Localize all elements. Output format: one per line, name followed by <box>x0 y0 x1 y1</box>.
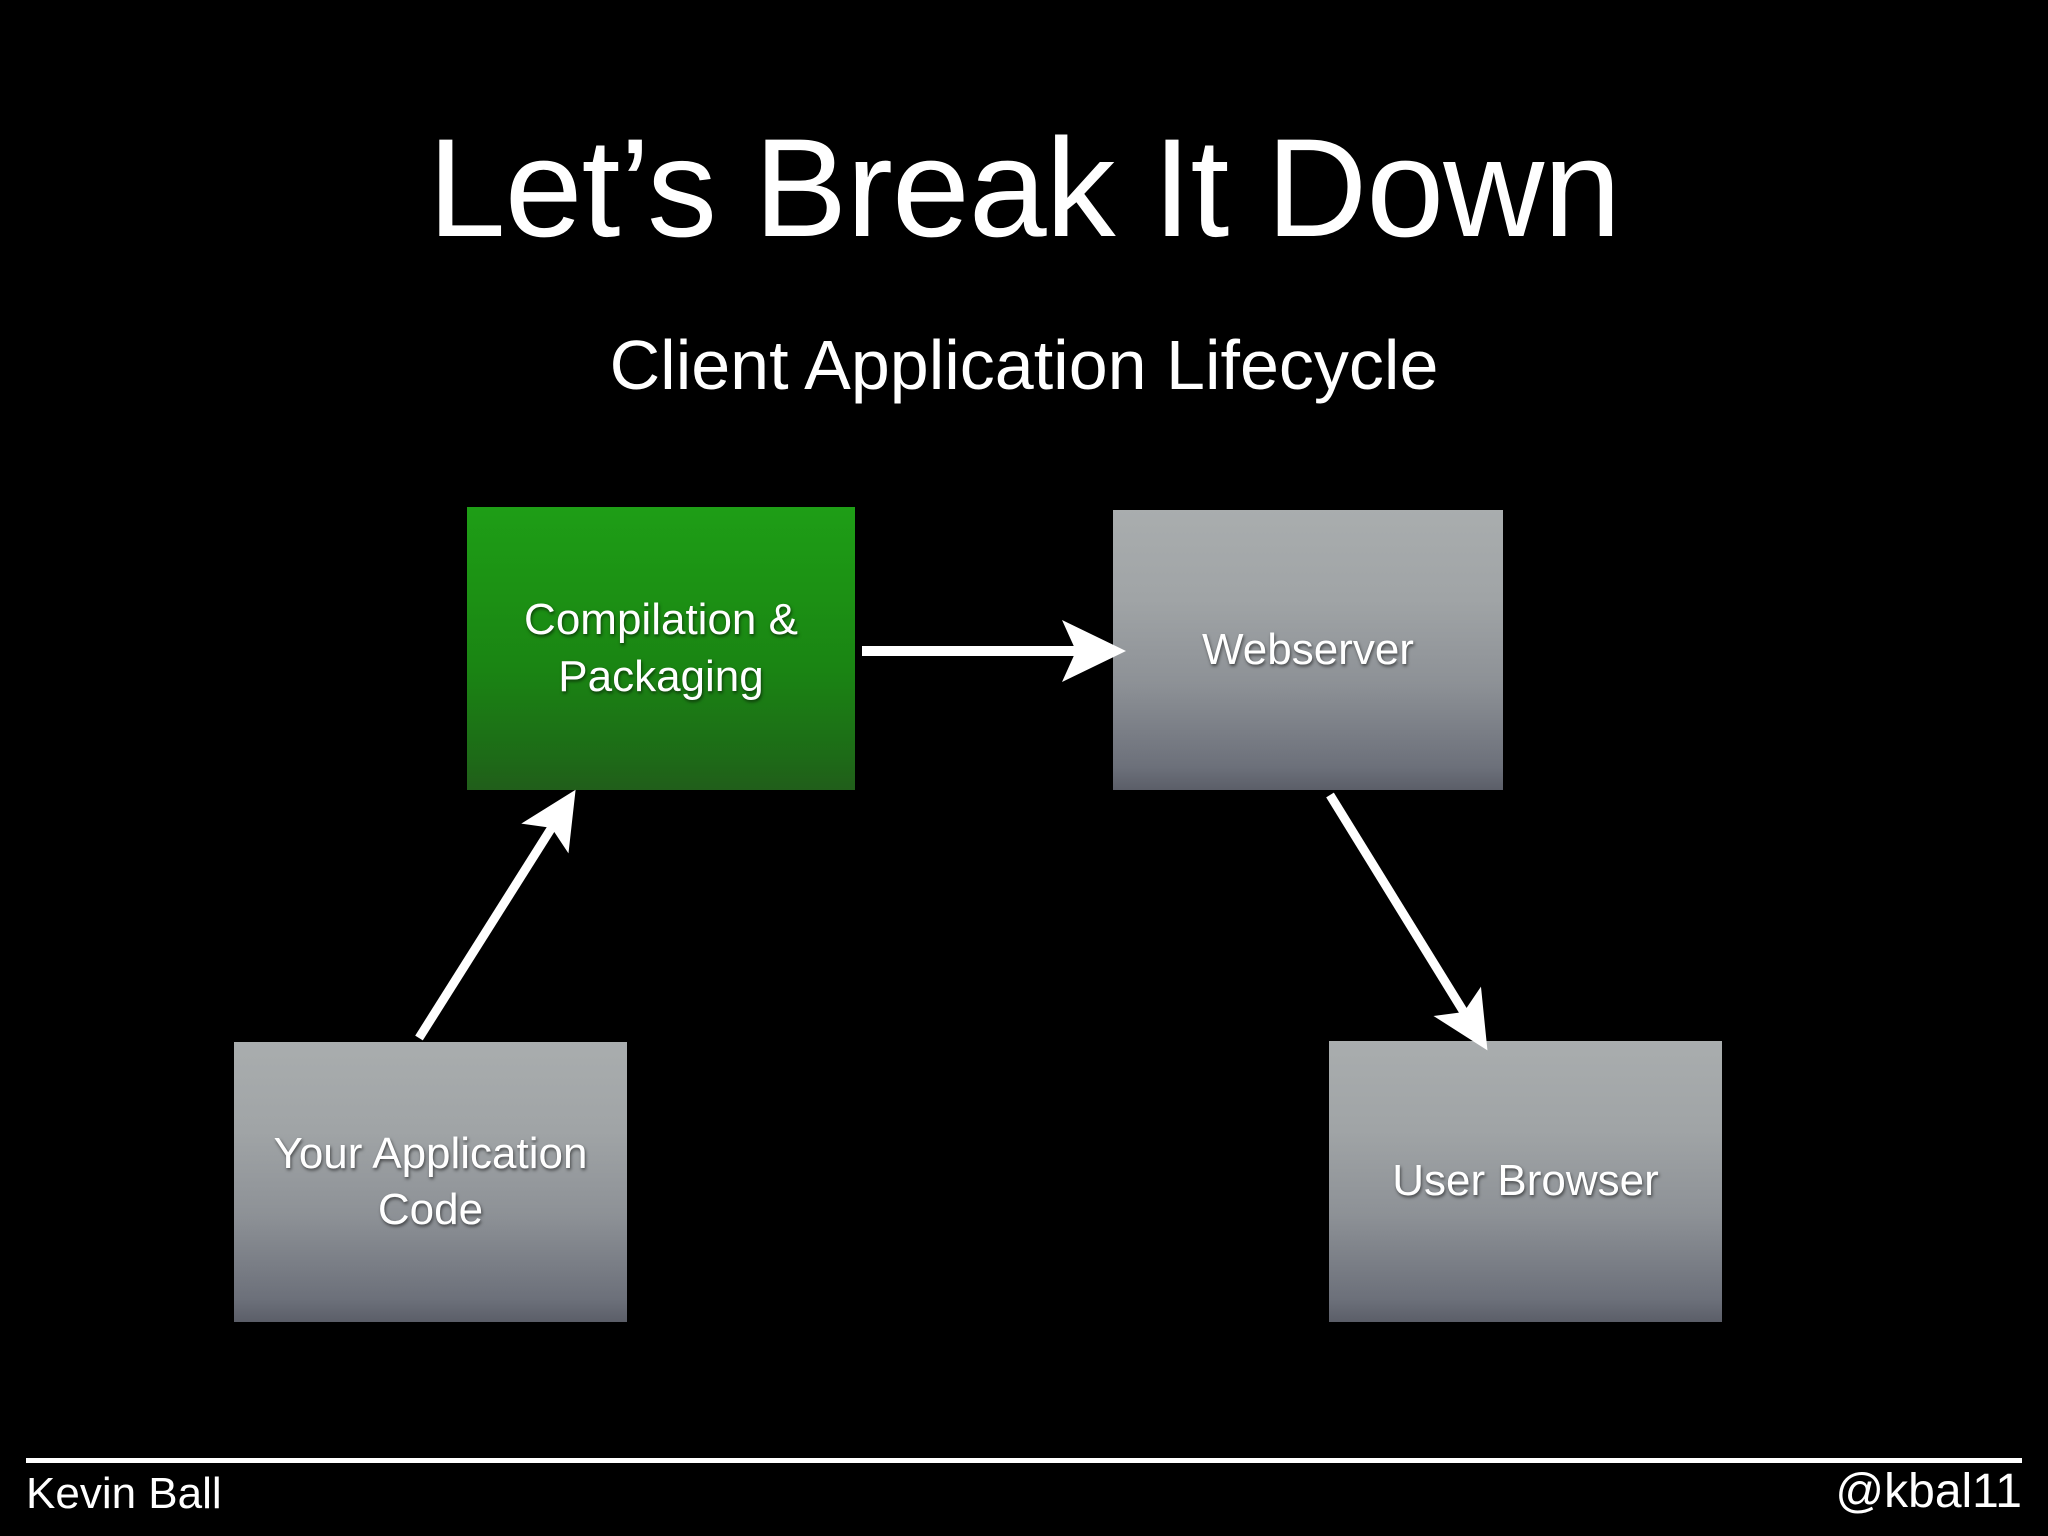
arrow-webserver-to-browser <box>1326 792 1488 1051</box>
node-your-application-code-line1: Your Application <box>273 1128 588 1178</box>
node-webserver[interactable]: Webserver <box>1113 510 1503 790</box>
footer-presenter-name: Kevin Ball <box>26 1469 222 1518</box>
node-compilation-packaging-line2: Packaging <box>558 651 764 701</box>
footer-divider <box>26 1458 2022 1463</box>
node-compilation-packaging[interactable]: Compilation & Packaging <box>467 507 855 790</box>
footer-social-handle: @kbal11 <box>1835 1465 2022 1518</box>
slide-title: Let’s Break It Down <box>427 109 1621 266</box>
node-your-application-code-line2: Code <box>377 1185 484 1234</box>
arrow-code-to-compilation <box>415 789 576 1041</box>
node-compilation-packaging-line1: Compilation & <box>524 595 798 645</box>
node-your-application-code[interactable]: Your Application Code <box>234 1042 627 1322</box>
node-webserver-label: Webserver <box>1202 624 1414 674</box>
node-user-browser[interactable]: User Browser <box>1329 1041 1722 1322</box>
node-user-browser-label: User Browser <box>1392 1156 1659 1206</box>
slide-subtitle: Client Application Lifecycle <box>609 326 1439 404</box>
